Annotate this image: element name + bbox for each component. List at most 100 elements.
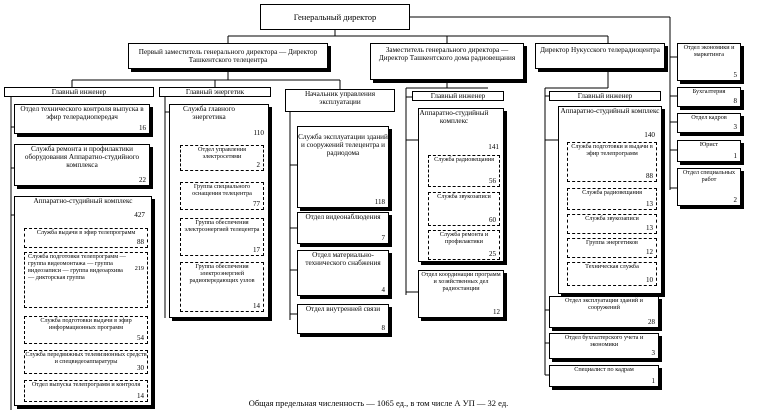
side-unit-economics: Отдел экономики и маркетинга 5 [677, 43, 741, 81]
power-unit-count: 77 [253, 200, 260, 208]
asc1-unit-label: Служба передвижных телевизионных средств… [25, 351, 147, 365]
dept3-acct-box: Отдел бухгалтерского учета и экономики 3 [549, 333, 659, 359]
side-unit-count: 1 [733, 152, 738, 160]
coord-count: 12 [493, 308, 500, 316]
asc2-unit-count: 60 [489, 216, 496, 224]
asc3-unit-label: Служба радиовещания [582, 189, 642, 196]
power-unit-count: 17 [253, 246, 260, 254]
power-unit-label: Отдел управления электросетями [197, 146, 246, 160]
repair-service-label: Служба ремонта и профилактики оборудован… [24, 145, 140, 169]
power-unit-label: Группа обеспечения электроэнергией радио… [189, 263, 255, 284]
dept3-chief-engineer-label: Главный инженер [577, 92, 633, 100]
ops-unit-2: Отдел материально-технического снабжения… [297, 250, 389, 296]
asc3-unit-label: Группа энергетиков [586, 239, 638, 246]
asc3-unit-count: 88 [646, 172, 653, 180]
asc2-unit-label: Служба радиовещания [434, 156, 494, 163]
side-unit-label: Отдел экономики и маркетинга [683, 44, 735, 58]
asc1-unit-count: 88 [137, 238, 144, 246]
power-unit-label: Группа специального оснащения телецентра [192, 183, 252, 197]
asc3-unit-count: 12 [646, 248, 653, 256]
coord-box: Отдел координации программ и хозяйственн… [418, 270, 504, 318]
asc1-unit-3: Служба передвижных телевизионных средств… [24, 350, 148, 374]
dept3-hr-box: Специалист по кадрам 1 [549, 365, 659, 387]
ops-head-label: Начальник управления эксплуатации [304, 90, 376, 106]
ops-unit-label: Отдел внутренней связи [305, 305, 381, 313]
dept2-head-box: Заместитель генерального директора — Дир… [370, 43, 524, 80]
ops-unit-1: Отдел видеонаблюдения 7 [297, 212, 389, 244]
asc1-unit-label: Служба выдачи в эфир телепрограмм [36, 229, 136, 236]
ops-unit-0: Служба эксплуатации зданий и сооружений … [297, 126, 389, 208]
asc1-label: Аппаратно-студийный комплекс [33, 197, 133, 205]
side-unit-count: 2 [733, 196, 738, 204]
asc1-unit-label: Служба подготовки выдачи в эфир информац… [40, 317, 132, 331]
power-unit-0: Отдел управления электросетями 2 [180, 145, 264, 171]
dept2-chief-engineer-label: Главный инженер [430, 92, 486, 100]
side-unit-accounting: Бухгалтерия 8 [677, 87, 741, 107]
asc2-unit-0: Служба радиовещания 56 [428, 155, 500, 187]
dept3-chief-engineer-box: Главный инженер [549, 91, 661, 101]
asc1-unit-1: Служба подготовки телепрограмм — группа … [24, 252, 148, 308]
dept2-head-label: Заместитель генерального директора — Дир… [378, 46, 516, 62]
ops-unit-label: Служба эксплуатации зданий и сооружений … [298, 133, 388, 157]
asc2-unit-label: Служба ремонта и профилактики [439, 231, 489, 245]
ops-head-box: Начальник управления эксплуатации [285, 89, 395, 112]
side-unit-label: Отдел кадров [691, 114, 727, 121]
dept1-head-label: Первый заместитель генерального директор… [138, 48, 318, 64]
asc3-unit-label: Техническая служба [585, 263, 639, 270]
side-unit-lawyer: Юрист 1 [677, 140, 741, 162]
asc1-unit-4: Отдел выпуска телепрограмм и контроля 14 [24, 380, 148, 402]
asc3-unit-0: Служба подготовки и выдачи в эфир телепр… [567, 142, 657, 182]
dept3-acct-label: Отдел бухгалтерского учета и экономики [564, 334, 644, 348]
asc1-unit-2: Служба подготовки выдачи в эфир информац… [24, 316, 148, 344]
dept3-ops-box: Отдел эксплуатации зданий и сооружений 2… [549, 296, 659, 328]
repair-service-box: Служба ремонта и профилактики оборудован… [14, 144, 150, 186]
side-unit-count: 5 [733, 71, 738, 79]
asc3-unit-label: Служба подготовки и выдачи в эфир телепр… [571, 143, 653, 157]
dept3-ops-label: Отдел эксплуатации зданий и сооружений [565, 297, 643, 311]
asc3-unit-count: 13 [646, 224, 653, 232]
asc2-count: 141 [488, 143, 499, 151]
asc1-unit-count: 54 [137, 334, 144, 342]
asc3-unit-label: Служба звукозаписи [585, 215, 639, 222]
general-director-label: Генеральный директор [293, 12, 377, 22]
ops-unit-count: 8 [381, 324, 386, 332]
power-service-count: 110 [253, 129, 264, 137]
dept1-head-box: Первый заместитель генерального директор… [128, 43, 328, 69]
side-unit-label: Юрист [699, 141, 719, 148]
coord-label: Отдел координации программ и хозяйственн… [421, 271, 501, 292]
power-unit-count: 14 [253, 302, 260, 310]
otk-box: Отдел технического контроля выпуска в эф… [14, 104, 150, 134]
side-unit-special: Отдел специальных работ 2 [677, 168, 741, 206]
dept3-head-box: Директор Нукусского телерадиоцентра [535, 43, 665, 69]
dept3-head-label: Директор Нукусского телерадиоцентра [540, 46, 660, 54]
power-unit-count: 2 [256, 161, 261, 169]
ops-unit-3: Отдел внутренней связи 8 [297, 304, 389, 334]
asc1-unit-label: Отдел выпуска телепрограмм и контроля [31, 381, 141, 388]
dept1-chief-engineer-label: Главный инженер [51, 88, 107, 96]
chief-power-engineer-label: Главный энергетик [185, 88, 245, 96]
side-unit-label: Отдел специальных работ [682, 169, 736, 183]
power-unit-1: Группа специального оснащения телецентра… [180, 182, 264, 210]
asc1-unit-count: 219 [134, 265, 144, 272]
power-unit-label: Группа обеспечения электроэнергией телец… [184, 219, 260, 233]
ops-unit-label: Отдел видеонаблюдения [305, 213, 381, 221]
footer-total: Общая предельная численность — 1065 ед.,… [248, 398, 509, 408]
dept3-ops-count: 28 [648, 318, 655, 326]
dept3-acct-count: 3 [651, 349, 656, 357]
dept2-chief-engineer-box: Главный инженер [412, 91, 504, 101]
asc3-unit-2: Служба звукозаписи 13 [567, 214, 657, 234]
asc2-unit-2: Служба ремонта и профилактики 25 [428, 230, 500, 260]
asc2-label: Аппаратно-студийный комплекс [419, 109, 489, 125]
ops-unit-label: Отдел материально-технического снабжения [305, 251, 381, 267]
side-unit-count: 3 [733, 123, 738, 131]
otk-label: Отдел технического контроля выпуска в эф… [20, 105, 144, 121]
asc3-count: 140 [644, 131, 655, 139]
side-unit-hr: Отдел кадров 3 [677, 113, 741, 133]
side-unit-count: 8 [733, 97, 738, 105]
power-service-label: Служба главного энергетика [183, 105, 235, 121]
repair-service-count: 22 [139, 176, 146, 184]
power-unit-3: Группа обеспечения электроэнергией радио… [180, 262, 264, 312]
power-unit-2: Группа обеспечения электроэнергией телец… [180, 218, 264, 256]
dept3-hr-label: Специалист по кадрам [574, 366, 634, 373]
side-unit-label: Бухгалтерия [692, 88, 726, 95]
